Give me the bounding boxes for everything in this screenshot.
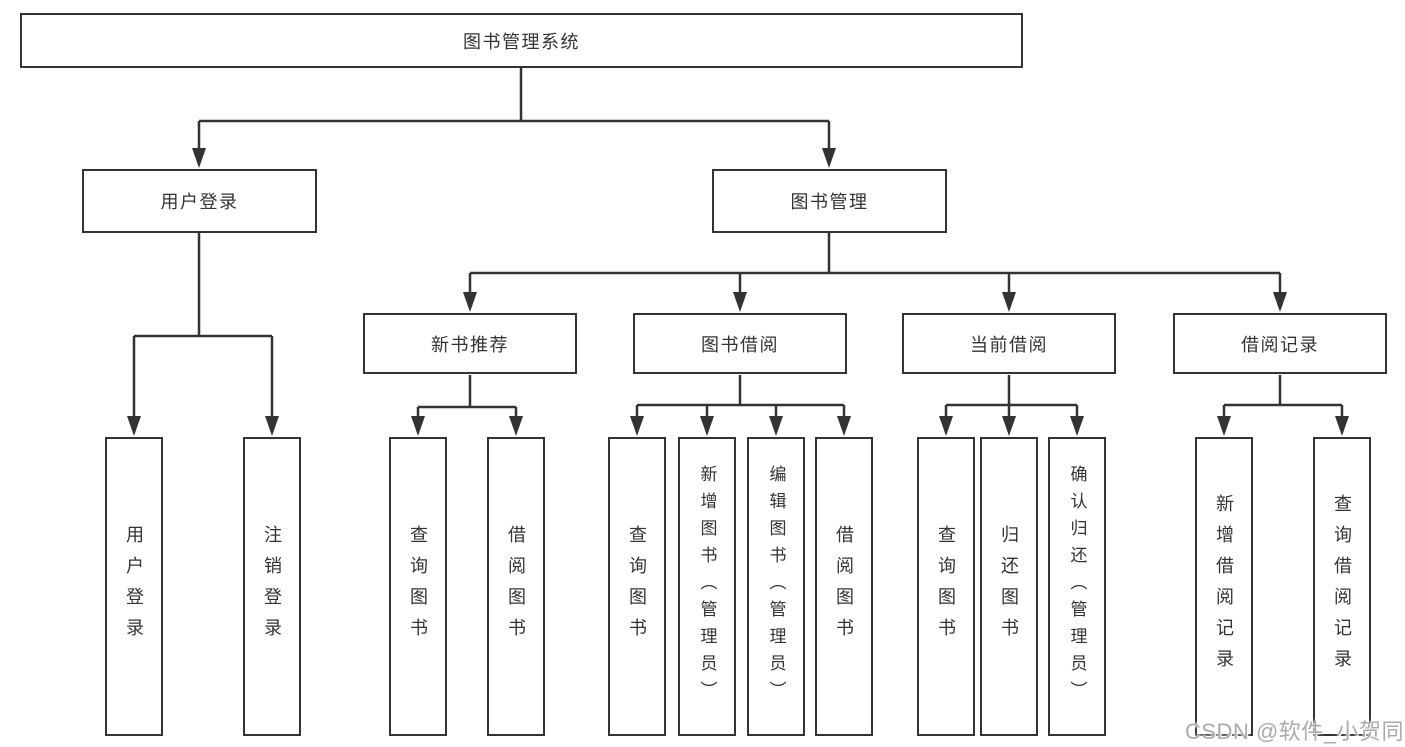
node-leaf-query-borrow-record: 查询借阅记录 bbox=[1313, 437, 1371, 736]
node-book-borrowing-label: 图书借阅 bbox=[701, 334, 779, 355]
node-leaf-query-books-2: 查询图书 bbox=[608, 437, 666, 736]
node-leaf-add-borrow-record: 新增借阅记录 bbox=[1195, 437, 1253, 736]
node-root: 图书管理系统 bbox=[20, 13, 1023, 68]
node-book-management-label: 图书管理 bbox=[790, 192, 869, 212]
node-leaf-edit-books-admin: 编辑图书（管理员） bbox=[747, 437, 805, 736]
arrowheads bbox=[127, 148, 1349, 436]
node-leaf-borrow-books-1: 借阅图书 bbox=[487, 437, 545, 736]
node-new-book-recommendation: 新书推荐 bbox=[363, 313, 577, 374]
node-leaf-query-books-3: 查询图书 bbox=[917, 437, 975, 736]
node-user-login-label: 用户登录 bbox=[160, 192, 239, 212]
node-root-label: 图书管理系统 bbox=[463, 31, 580, 52]
node-book-management: 图书管理 bbox=[712, 169, 947, 233]
watermark: CSDN @软件_小贺同学 bbox=[1185, 719, 1405, 744]
node-leaf-borrow-books-2: 借阅图书 bbox=[815, 437, 873, 736]
node-leaf-logout: 注销登录 bbox=[243, 437, 301, 736]
node-leaf-user-login: 用户登录 bbox=[105, 437, 163, 736]
node-new-book-recommendation-label: 新书推荐 bbox=[431, 334, 509, 355]
node-leaf-add-books-admin: 新增图书（管理员） bbox=[678, 437, 736, 736]
node-leaf-query-books-1: 查询图书 bbox=[389, 437, 447, 736]
node-current-borrowing-label: 当前借阅 bbox=[970, 334, 1048, 355]
node-current-borrowing: 当前借阅 bbox=[902, 313, 1116, 374]
node-leaf-return-books: 归还图书 bbox=[980, 437, 1038, 736]
node-leaf-confirm-return-admin: 确认归还（管理员） bbox=[1048, 437, 1106, 736]
node-book-borrowing: 图书借阅 bbox=[633, 313, 847, 374]
node-borrowing-records: 借阅记录 bbox=[1173, 313, 1387, 374]
node-borrowing-records-label: 借阅记录 bbox=[1241, 334, 1319, 355]
node-user-login: 用户登录 bbox=[82, 169, 317, 233]
